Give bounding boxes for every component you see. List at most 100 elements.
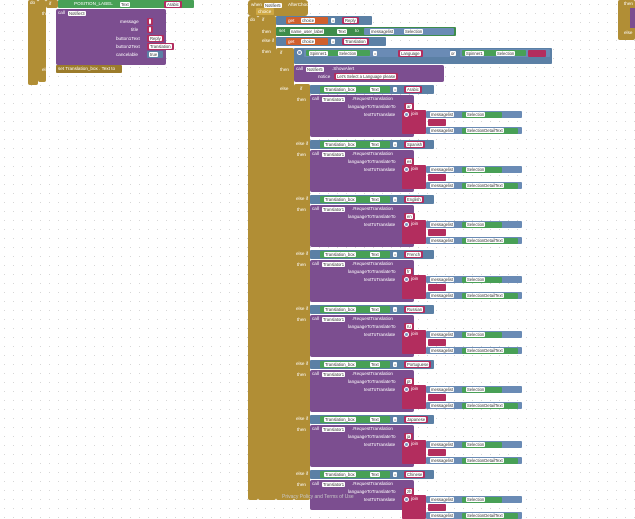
left-else-set-block[interactable]	[56, 65, 122, 73]
lang-0-messagelist-chip-2[interactable]: messagelist	[430, 128, 455, 133]
footer-link[interactable]: Privacy Policy and Terms of Use	[282, 494, 354, 500]
lang-4-text-chip[interactable]: Text	[370, 307, 380, 312]
lang-0-equals-chip[interactable]: =	[393, 87, 398, 92]
left-button2-text[interactable]: Translation	[147, 43, 174, 50]
lang-4-equals-chip[interactable]: =	[393, 307, 398, 312]
or-gear-icon[interactable]	[297, 50, 302, 55]
lang-3-code-text[interactable]: fr	[404, 268, 413, 275]
lang-5-detail-chip[interactable]: SelectionDetailText	[466, 403, 504, 408]
lang-1-detail-chip[interactable]: SelectionDetailText	[466, 183, 504, 188]
lang-4-translation-box-chip[interactable]: Translation_box	[324, 307, 356, 312]
lang-6-selection-chip[interactable]: Selection	[466, 442, 486, 447]
left-if-header[interactable]	[46, 0, 58, 8]
lang-6-translation-box-chip[interactable]: Translation_box	[324, 417, 356, 422]
lang-6-translator-chip[interactable]: Translator1	[322, 426, 346, 432]
lang-6-messagelist-chip-1[interactable]: messagelist	[430, 442, 455, 447]
spinner-chip-1[interactable]: Spinner1	[309, 50, 328, 56]
lang-5-name-text[interactable]: Portuguese	[404, 361, 432, 368]
lang-4-request-call[interactable]	[310, 315, 414, 357]
lang-1-text-chip[interactable]: Text	[370, 142, 380, 147]
left-arabic-text[interactable]: Arabic	[164, 0, 182, 8]
left-prop-chip[interactable]: Text	[120, 1, 130, 7]
lang-7-equals-chip[interactable]: =	[393, 472, 398, 477]
lang-7-messagelist-chip-2[interactable]: messagelist	[430, 513, 455, 518]
lang-2-separator-text[interactable]	[428, 229, 446, 236]
choice-param[interactable]	[256, 8, 274, 15]
lang-4-translator-chip[interactable]: Translator1	[322, 316, 346, 322]
name-user-label-chip[interactable]: name_user_label	[290, 28, 325, 34]
lang-6-name-text[interactable]: Japanese	[404, 416, 429, 423]
lang-3-translator-chip[interactable]: Translator1	[322, 261, 346, 267]
lang-4-messagelist-chip-1[interactable]: messagelist	[430, 332, 455, 337]
choice-chip-1[interactable]: choice	[301, 18, 316, 23]
event-notifier-chip[interactable]: Notifier5	[264, 2, 282, 8]
lang-6-text-chip[interactable]: Text	[370, 417, 380, 422]
lang-7-separator-text[interactable]	[428, 504, 446, 511]
lang-0-code-text[interactable]: ar	[404, 103, 414, 110]
lang-7-code-text[interactable]: zh	[404, 488, 415, 495]
spinner-selection-chip-2[interactable]: Selection	[496, 50, 516, 56]
lang-0-translator-chip[interactable]: Translator1	[322, 96, 346, 102]
or-chip[interactable]: or	[450, 51, 456, 56]
left-control-spine[interactable]	[28, 0, 38, 85]
lang-5-selection-chip[interactable]: Selection	[466, 387, 486, 392]
lang-2-join-gear-icon[interactable]	[404, 222, 409, 227]
left-notifier-chip[interactable]: Notifier3	[68, 10, 86, 16]
main-if-spine[interactable]	[258, 16, 276, 500]
nested-if-spine[interactable]	[276, 48, 294, 500]
lang-4-code-text[interactable]: ru	[404, 323, 414, 330]
text-prop-chip-1[interactable]: Text	[337, 28, 347, 34]
lang-3-join-gear-icon[interactable]	[404, 277, 409, 282]
lang-5-equals-chip[interactable]: =	[393, 362, 398, 367]
lang-3-translation-box-chip[interactable]: Translation_box	[324, 252, 356, 257]
left-message-text[interactable]	[147, 18, 153, 25]
lang-6-request-call[interactable]	[310, 425, 414, 467]
lang-2-code-text[interactable]: en	[404, 213, 415, 220]
lang-3-equals-chip[interactable]: =	[393, 252, 398, 257]
lang-3-request-call[interactable]	[310, 260, 414, 302]
lang-5-messagelist-chip-2[interactable]: messagelist	[430, 403, 455, 408]
lang-0-detail-chip[interactable]: SelectionDetailText	[466, 128, 504, 133]
lang-0-name-text[interactable]: Arabic	[404, 86, 422, 93]
lang-2-messagelist-chip-1[interactable]: messagelist	[430, 222, 455, 227]
lang-4-join-gear-icon[interactable]	[404, 332, 409, 337]
lang-6-join-gear-icon[interactable]	[404, 442, 409, 447]
lang-2-detail-chip[interactable]: SelectionDetailText	[466, 238, 504, 243]
alert-message-text[interactable]: Let's Select a Language please	[334, 73, 399, 80]
lang-4-selection-chip[interactable]: Selection	[466, 332, 486, 337]
notifier5-chip[interactable]: Notifier5	[306, 66, 324, 72]
lang-6-detail-chip[interactable]: SelectionDetailText	[466, 458, 504, 463]
spinner-selection-block-2[interactable]	[462, 50, 526, 56]
lang-2-equals-chip[interactable]: =	[393, 197, 398, 202]
lang-1-join-gear-icon[interactable]	[404, 167, 409, 172]
lang-1-messagelist-chip-1[interactable]: messagelist	[430, 167, 455, 172]
lang-2-name-text[interactable]: English	[404, 196, 424, 203]
lang-1-messagelist-chip-2[interactable]: messagelist	[430, 183, 455, 188]
lang-1-separator-text[interactable]	[428, 174, 446, 181]
language-text[interactable]: Language	[398, 49, 423, 57]
lang-5-messagelist-chip-1[interactable]: messagelist	[430, 387, 455, 392]
lang-4-messagelist-chip-2[interactable]: messagelist	[430, 348, 455, 353]
lang-6-separator-text[interactable]	[428, 449, 446, 456]
lang-1-code-text[interactable]: es	[404, 158, 415, 165]
lang-0-translation-box-chip[interactable]: Translation_box	[324, 87, 356, 92]
spinner-selection-chip-1[interactable]: Selection	[338, 50, 358, 56]
lang-3-name-text[interactable]: French	[404, 251, 424, 258]
left-title-text[interactable]	[147, 26, 153, 33]
lang-0-messagelist-chip-1[interactable]: messagelist	[430, 112, 455, 117]
lang-7-name-text[interactable]: Chinese	[404, 471, 426, 478]
lang-2-text-chip[interactable]: Text	[370, 197, 380, 202]
right-cutoff-block[interactable]	[630, 8, 635, 28]
lang-2-messagelist-chip-2[interactable]: messagelist	[430, 238, 455, 243]
choice-chip-2[interactable]: choice	[301, 39, 316, 44]
lang-1-translator-chip[interactable]: Translator1	[322, 151, 346, 157]
translation-text[interactable]: Translation	[342, 38, 369, 45]
equals-chip-3[interactable]: =	[373, 50, 378, 56]
lang-7-translation-box-chip[interactable]: Translation_box	[324, 472, 356, 477]
lang-3-selection-chip[interactable]: Selection	[466, 277, 486, 282]
lang-5-translation-box-chip[interactable]: Translation_box	[324, 362, 356, 367]
lang-5-code-text[interactable]: pt	[404, 378, 414, 385]
empty-text-2[interactable]	[528, 49, 546, 57]
lang-7-translator-chip[interactable]: Translator1	[322, 481, 346, 487]
lang-2-translation-box-chip[interactable]: Translation_box	[324, 197, 356, 202]
